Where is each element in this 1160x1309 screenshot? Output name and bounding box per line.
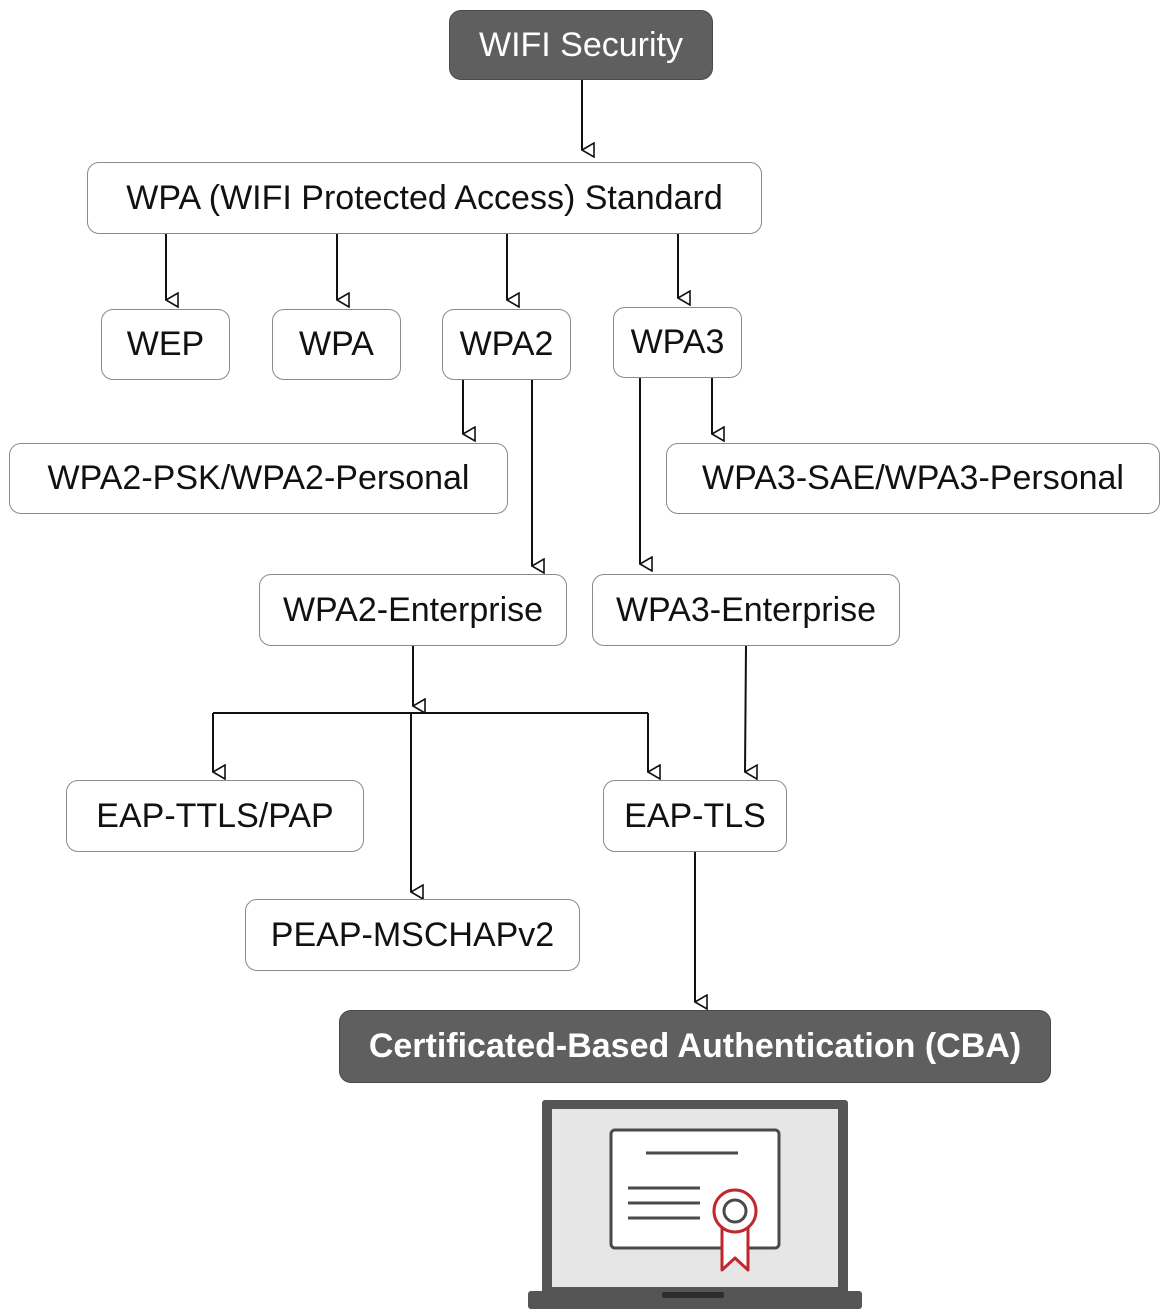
node-wpa-standard: WPA (WIFI Protected Access) Standard xyxy=(87,162,762,234)
ribbon-icon xyxy=(720,1224,750,1272)
seal-inner-icon xyxy=(722,1198,748,1224)
laptop-notch xyxy=(662,1292,724,1298)
edge-wpa3-enterprise-to-eap-tls xyxy=(745,645,746,772)
node-wpa: WPA xyxy=(272,309,401,380)
node-wpa2-psk: WPA2-PSK/WPA2-Personal xyxy=(9,443,508,514)
node-wpa3: WPA3 xyxy=(613,307,742,378)
laptop-certificate-icon xyxy=(528,1100,862,1309)
node-eap-ttls: EAP-TTLS/PAP xyxy=(66,780,364,852)
node-wpa3-sae: WPA3-SAE/WPA3-Personal xyxy=(666,443,1160,514)
node-wifi-security: WIFI Security xyxy=(449,10,713,80)
node-wep: WEP xyxy=(101,309,230,380)
node-wpa2-enterprise: WPA2-Enterprise xyxy=(259,574,567,646)
node-eap-tls: EAP-TLS xyxy=(603,780,787,852)
node-wpa3-enterprise: WPA3-Enterprise xyxy=(592,574,900,646)
node-wpa2: WPA2 xyxy=(442,309,571,380)
node-peap-mschapv2: PEAP-MSCHAPv2 xyxy=(245,899,580,971)
node-cba: Certificated-Based Authentication (CBA) xyxy=(339,1010,1051,1083)
laptop-base xyxy=(528,1291,862,1309)
